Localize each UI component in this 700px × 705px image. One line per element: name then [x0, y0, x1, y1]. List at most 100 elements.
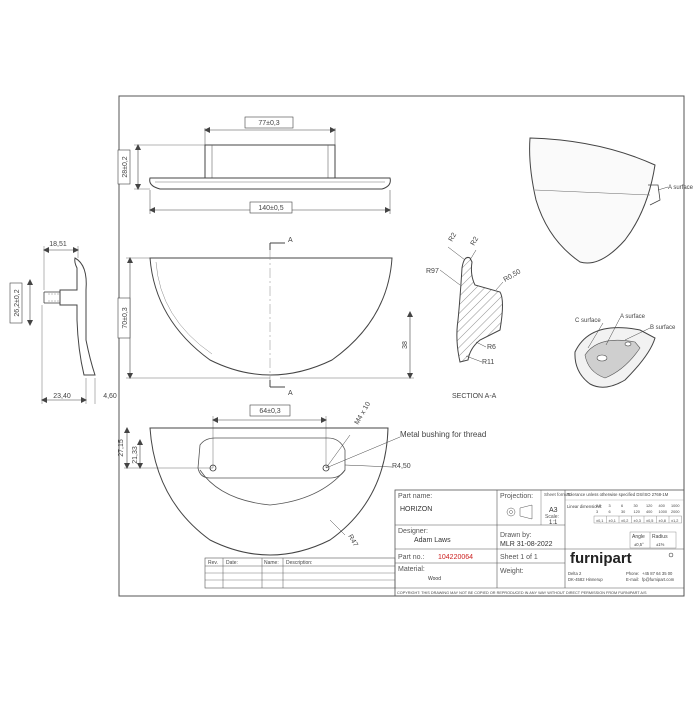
dim-overall-width: 140±0,5	[258, 205, 283, 212]
iso-view-bottom: A surface B surface C surface	[574, 314, 676, 388]
tolerance-cell: 3	[609, 504, 611, 508]
copyright-note: COPYRIGHT: THIS DRAWING MAY NOT BE COPIE…	[397, 591, 647, 595]
name-label: Name:	[264, 560, 279, 566]
top-view: 77±0,3 140±0,5 28±0,2	[117, 116, 391, 214]
section-a-a: R2 R2 R97 R0,50 R6 R11 SECTION A-A	[426, 232, 522, 400]
tolerance-cell: 6	[609, 510, 611, 514]
tolerance-cell: ±0,8	[659, 519, 666, 523]
phone-value: +45 87 64 35 00	[642, 571, 673, 576]
scale-label: Scale:	[545, 514, 559, 520]
dim-thread: M4 x 10	[354, 401, 373, 426]
email-label: E-mail:	[626, 577, 639, 582]
dim-section-r11: R11	[482, 359, 494, 366]
tolerance-cell: 3	[596, 510, 598, 514]
iso-view-top: A surface	[529, 137, 694, 264]
tolerance-cell: 6	[621, 504, 623, 508]
tolerance-cell: 120	[646, 504, 652, 508]
part-name-label: Part name:	[398, 493, 432, 500]
tolerance-cell: ±0,2	[621, 519, 628, 523]
tolerance-cell: 400	[659, 504, 665, 508]
tolerance-cell: 2000	[671, 510, 679, 514]
dim-back-height-a: 27,15	[118, 439, 125, 457]
dim-top-height: 28±0,2	[122, 156, 129, 177]
radius-value: ±1%	[656, 542, 665, 547]
dim-side-depth: 18,51	[49, 241, 67, 248]
projection-label: Projection:	[500, 493, 533, 500]
tolerance-cell: 120	[634, 510, 640, 514]
description-label: Description:	[286, 560, 312, 566]
dim-back-radius-large: R47	[346, 534, 359, 549]
label-a-surface-iso: A surface	[620, 314, 646, 320]
tolerance-cell: ±0,1	[609, 519, 616, 523]
dim-side-height: 26,2±0,2	[14, 289, 21, 316]
designer-label: Designer:	[398, 528, 428, 535]
email-value: fp@furnipart.com	[642, 577, 675, 582]
angle-value: ±0,5°	[634, 542, 644, 547]
drawn-by-value: MLR 31-08-2022	[500, 541, 553, 548]
dim-front-section-height: 38	[402, 341, 409, 349]
dim-back-height-b: 21,33	[132, 446, 139, 464]
revision-table: Rev. Date: Name: Description:	[204, 557, 396, 589]
back-view: 64±0,3 M4 x 10 Metal bushing for thread …	[118, 401, 486, 556]
tolerance-cell: ±0,1	[596, 519, 603, 523]
material-value: Wood	[428, 576, 441, 582]
label-c-surface: C surface	[575, 318, 601, 324]
section-label-bottom: A	[288, 390, 293, 397]
address-line1: Delta 2	[568, 571, 582, 576]
material-label: Material:	[398, 566, 425, 573]
drawn-by-label: Drawn by:	[500, 532, 532, 539]
sheet-format-value: A3	[549, 507, 558, 514]
projection-symbol-cone	[519, 504, 533, 520]
weight-label: Weight:	[500, 568, 524, 575]
tolerance-cell: 0,5	[596, 504, 601, 508]
part-name-value: HORIZON	[400, 506, 432, 513]
tolerance-cell: 1000	[659, 510, 667, 514]
tolerance-cell: 400	[646, 510, 652, 514]
tolerance-cell: ±0,3	[634, 519, 641, 523]
dim-front-height: 70±0,3	[122, 307, 129, 328]
tolerance-cell: 1000	[671, 504, 679, 508]
tolerance-cell: 30	[634, 504, 638, 508]
label-a-surface-top: A surface	[668, 185, 694, 191]
tolerance-cell: 30	[621, 510, 625, 514]
label-metal-bushing: Metal bushing for thread	[400, 430, 486, 439]
sheet-label: Sheet 1 of 1	[500, 554, 538, 561]
scale-value: 1:1	[549, 520, 558, 526]
angle-label: Angle	[632, 534, 645, 540]
dim-hole-spacing: 64±0,3	[259, 408, 280, 415]
dim-side-bottom-b: 4,60	[103, 393, 117, 400]
registered-mark-icon	[668, 552, 674, 558]
phone-label: Phone:	[626, 571, 639, 576]
dim-section-r2a: R2	[448, 232, 459, 243]
projection-symbol-circle	[506, 507, 516, 517]
part-no-label: Part no.:	[398, 554, 425, 561]
rev-label: Rev.	[208, 560, 218, 566]
furnipart-logo: furnipart	[570, 550, 632, 567]
side-view: 18,51 26,2±0,2 23,40 4,60	[9, 241, 117, 404]
part-no-value: 104220064	[438, 554, 473, 561]
dim-section-r2b: R2	[470, 236, 481, 247]
tolerance-grid: 0,5 3 6 30 120 400 1000 3 6 30 120 400 1000 2000 ±0,1 ±…	[593, 504, 682, 549]
dim-back-radius-small: R4,50	[392, 463, 411, 470]
radius-label: Radius	[652, 534, 668, 540]
dim-top-width: 77±0,3	[258, 120, 279, 127]
linear-label: Linear dimensions:	[567, 504, 602, 509]
date-label: Date:	[226, 560, 238, 566]
front-view: A A 70±0,3 38	[117, 237, 414, 397]
dim-section-r050: R0,50	[503, 268, 523, 283]
sheet-format-label: Sheet format:	[544, 492, 571, 497]
section-label-top: A	[288, 237, 293, 244]
dim-section-r6: R6	[487, 344, 496, 351]
title-block: Part name: HORIZON Projection: Sheet for…	[394, 489, 685, 597]
label-b-surface: B surface	[650, 325, 676, 331]
address-line2: DK-4582 Hinnerup	[568, 577, 603, 582]
dim-side-bottom-a: 23,40	[53, 393, 71, 400]
tolerance-cell: ±1,2	[671, 519, 678, 523]
section-title: SECTION A-A	[452, 393, 497, 400]
designer-value: Adam Laws	[414, 537, 451, 544]
tolerance-cell: ±0,5	[646, 519, 653, 523]
tolerance-note: Tolerance unless otherwise specified DS/…	[567, 492, 669, 497]
dim-section-r97: R97	[426, 268, 439, 275]
